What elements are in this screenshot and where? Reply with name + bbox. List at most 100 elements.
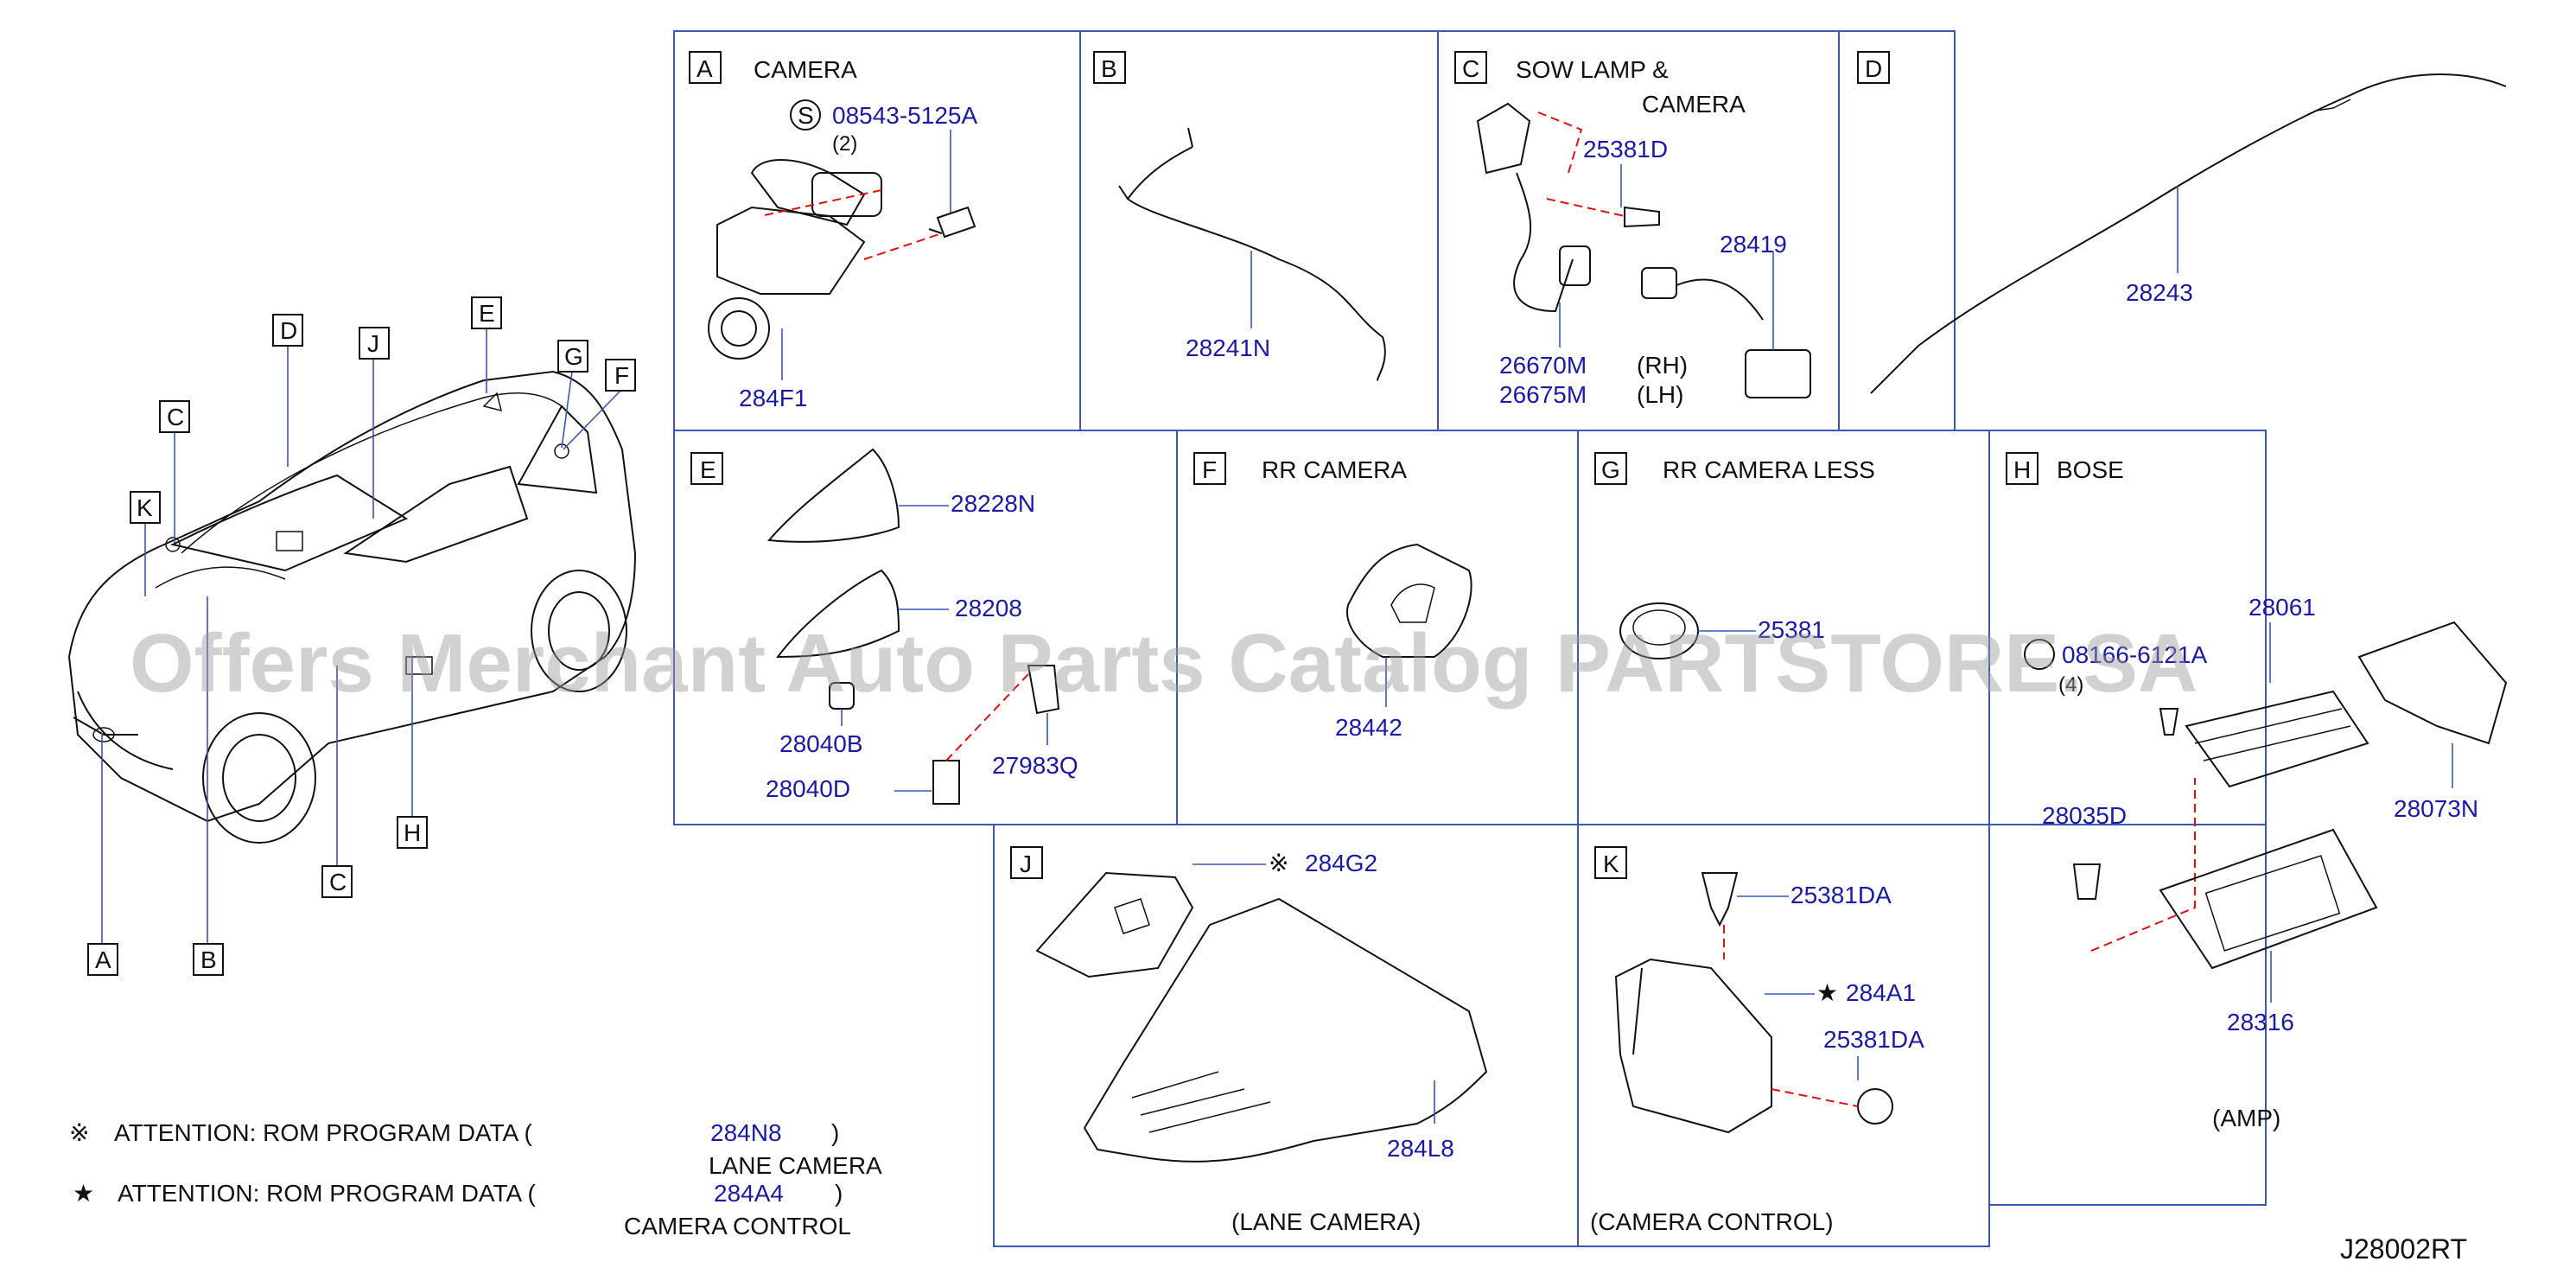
panel-j-caption: (LANE CAMERA) bbox=[1231, 1208, 1421, 1235]
panel-k-control-symbol: ★ bbox=[1816, 979, 1838, 1006]
panel-k-control-part: 284A1 bbox=[1846, 979, 1916, 1006]
panel-g-letter: G bbox=[1601, 456, 1620, 483]
panel-g-title: RR CAMERA LESS bbox=[1663, 456, 1875, 483]
panel-b-letter-box bbox=[1093, 51, 1126, 84]
panel-c-title-2: CAMERA bbox=[1642, 91, 1746, 118]
note-2-sub: CAMERA CONTROL bbox=[624, 1213, 851, 1239]
panel-g-letter-box bbox=[1594, 452, 1627, 485]
callout-g: G bbox=[564, 343, 583, 370]
panel-f-letter: F bbox=[1202, 456, 1217, 483]
panel-h-letter-box bbox=[2006, 452, 2039, 485]
panel-j-camera-symbol: ※ bbox=[1269, 850, 1288, 876]
panel-c-title-1: SOW LAMP & bbox=[1516, 56, 1669, 83]
callout-a: A bbox=[95, 946, 111, 973]
panel-a-screw-part: 08543-5125A bbox=[832, 102, 977, 129]
note-2-close: ) bbox=[835, 1180, 843, 1207]
callout-box-j bbox=[359, 327, 390, 360]
panel-c-lamp-lh: 26675M bbox=[1499, 381, 1587, 408]
panel-b-letter: B bbox=[1101, 55, 1117, 82]
panel-b-harness-part: 28241N bbox=[1186, 334, 1270, 361]
panel-c-letter: C bbox=[1462, 55, 1479, 82]
panel-frames bbox=[673, 30, 2267, 1247]
note-2-text: ATTENTION: ROM PROGRAM DATA ( bbox=[118, 1180, 536, 1207]
panel-c-lh: (LH) bbox=[1637, 381, 1683, 408]
panel-h-bracket-part: 28316 bbox=[2227, 1009, 2294, 1035]
attention-notes: ※ ATTENTION: ROM PROGRAM DATA ( 284N8 ) … bbox=[69, 1119, 882, 1239]
callout-box-c-bottom bbox=[321, 865, 353, 898]
panel-h-letter: H bbox=[2013, 456, 2031, 483]
panel-a-letter: A bbox=[696, 55, 713, 82]
panel-a-title: CAMERA bbox=[754, 56, 857, 83]
note-1-part: 284N8 bbox=[710, 1119, 782, 1146]
panel-k-letter-box bbox=[1594, 846, 1627, 879]
panel-k-screw-top-part: 25381DA bbox=[1790, 882, 1892, 908]
camera-bracket-drawing bbox=[708, 159, 976, 360]
note-1-close: ) bbox=[831, 1119, 839, 1146]
panel-e-cover-part: 28228N bbox=[951, 490, 1035, 517]
panel-a-camera-part: 284F1 bbox=[739, 385, 807, 411]
panel-f-letter-box bbox=[1193, 452, 1226, 485]
note-1-symbol: ※ bbox=[69, 1119, 89, 1146]
callout-box-a bbox=[87, 943, 118, 976]
panel-j: J ※ 284G2 284L8 (LANE CAMERA) bbox=[1010, 846, 1488, 1235]
panel-j-letter-box bbox=[1010, 846, 1043, 879]
overview-callouts: A B C C D E F G H J K bbox=[87, 296, 636, 976]
panel-h-caption: (AMP) bbox=[2212, 1105, 2280, 1131]
panel-c: C SOW LAMP & CAMERA 25381D 28419 26670M … bbox=[1454, 51, 1811, 408]
panel-h-bolt-part: 08166-6121A bbox=[2062, 641, 2207, 668]
note-1-sub: LANE CAMERA bbox=[709, 1152, 882, 1179]
panel-f-title: RR CAMERA bbox=[1262, 456, 1407, 483]
panel-e-antenna-part: 28208 bbox=[955, 595, 1022, 621]
callout-box-f bbox=[605, 359, 636, 392]
panel-d: D 28243 bbox=[1857, 51, 2507, 394]
callout-box-g bbox=[557, 340, 588, 373]
callout-b: B bbox=[200, 946, 217, 973]
panel-h-screw-part: 28035D bbox=[2042, 802, 2127, 829]
watermark-text: Offers Merchant Auto Parts Catalog PARTS… bbox=[130, 617, 2198, 710]
panel-a-letter-box bbox=[689, 51, 722, 84]
note-2-symbol: ★ bbox=[73, 1180, 94, 1207]
panel-k: K 25381DA ★ 284A1 25381DA (CAMERA CONTRO… bbox=[1590, 846, 1924, 1235]
callout-d: D bbox=[280, 317, 297, 344]
diagram-code: J28002RT bbox=[2340, 1233, 2467, 1265]
panel-h-bolt-qty: (4) bbox=[2058, 673, 2083, 697]
panel-e-letter: E bbox=[700, 456, 716, 483]
panel-a-screw-qty: (2) bbox=[832, 132, 857, 156]
panel-e: E 28228N 28208 28040B 27983Q 28040D bbox=[690, 448, 1078, 805]
callout-box-e bbox=[471, 296, 502, 329]
panel-c-lamp-rh: 26670M bbox=[1499, 352, 1587, 379]
panel-h: H BOSE 28061 08166-6121A (4) 28073N 2803… bbox=[2006, 452, 2508, 1131]
panel-f-cover-part: 28442 bbox=[1335, 714, 1402, 741]
callout-box-d bbox=[272, 314, 303, 347]
panel-c-letter-box bbox=[1454, 51, 1487, 84]
callout-c-bottom: C bbox=[329, 869, 347, 895]
panel-b: B 28241N bbox=[1093, 51, 1386, 381]
panel-c-rh: (RH) bbox=[1637, 352, 1688, 379]
panel-d-letter-box bbox=[1857, 51, 1890, 84]
panel-d-harness-part: 28243 bbox=[2126, 279, 2193, 306]
panel-e-nut-part: 28040B bbox=[779, 730, 863, 757]
panel-h-title: BOSE bbox=[2057, 456, 2124, 483]
panel-g: G RR CAMERA LESS 25381 bbox=[1594, 452, 1875, 659]
panel-f: F RR CAMERA 28442 bbox=[1193, 452, 1472, 741]
panel-g-plug-part: 25381 bbox=[1758, 616, 1825, 643]
note-2-part: 284A4 bbox=[714, 1180, 784, 1207]
panel-e-letter-box bbox=[690, 452, 723, 485]
vehicle-overview bbox=[67, 370, 637, 844]
panel-j-letter: J bbox=[1020, 851, 1032, 877]
callout-j: J bbox=[367, 330, 379, 357]
callout-f: F bbox=[614, 362, 629, 389]
panel-k-caption: (CAMERA CONTROL) bbox=[1590, 1208, 1834, 1235]
panel-e-bolt-part: 28040D bbox=[766, 775, 850, 802]
screw-symbol-circle bbox=[790, 99, 821, 131]
panel-d-letter: D bbox=[1865, 55, 1882, 82]
panel-c-connector-part: 28419 bbox=[1720, 231, 1787, 258]
panel-h-cover-part: 28073N bbox=[2394, 795, 2478, 822]
panel-j-camera-part: 284G2 bbox=[1305, 850, 1377, 876]
panel-k-letter: K bbox=[1603, 851, 1619, 877]
callout-box-c-top bbox=[159, 400, 190, 433]
panel-k-screw-side-part: 25381DA bbox=[1823, 1026, 1924, 1053]
callout-box-h bbox=[397, 816, 428, 849]
